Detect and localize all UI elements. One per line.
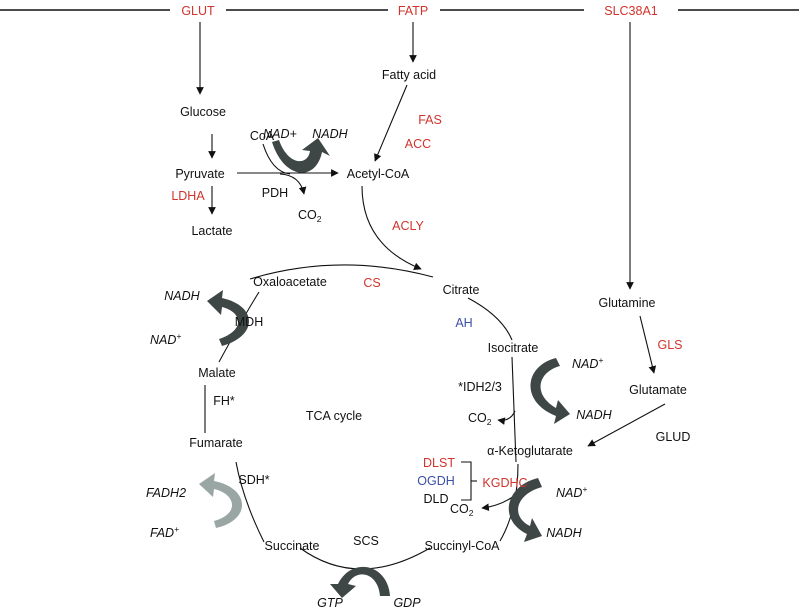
glucose-label: Glucose [180,105,226,119]
pdh-nadh-arrow [272,138,330,173]
fh-label: FH* [213,394,235,408]
glutamine-label: Glutamine [599,296,656,310]
arc-cs [249,264,434,280]
fatty-acid-label: Fatty acid [382,68,436,82]
acly-label: ACLY [392,219,424,233]
sdh-fadh2-arrow [199,473,243,528]
isocitrate-label: Isocitrate [488,341,539,355]
kgdhc-bracket [461,461,472,501]
slc38a1-label: SLC38A1 [604,4,658,18]
arc-scs [299,547,431,570]
slc38a1-label-bg [584,2,678,18]
arrow-acetylcoa-citrate [361,185,422,270]
dld-label: DLD [423,492,448,506]
idh-nadh-arrow [530,358,570,424]
fas-label: FAS [418,113,442,127]
pdh-co2-co: CO [298,208,317,222]
idh-co2-label: CO2 [468,411,492,427]
dlst-label: DLST [423,456,455,470]
mdh-nadh-arrow [207,290,249,346]
mdh-nad-text: NAD [150,333,176,347]
coa-label: CoA [250,129,275,143]
arc-idh [511,356,517,463]
kgdhc-nad-label: NAD+ [556,484,587,500]
ldha-label: LDHA [171,189,205,203]
kgdhc-co2-sub: 2 [469,508,474,518]
scs-label: SCS [353,534,379,548]
scs-gtp-arrow [330,566,390,598]
idh-label: *IDH2/3 [458,380,502,394]
fad-label: FAD+ [150,524,179,540]
idh-co2-sub: 2 [487,417,492,427]
arrow-idh-co2 [497,410,516,425]
gls-label: GLS [657,338,682,352]
arc-ah [467,297,513,341]
idh-nad-sup: + [598,355,603,365]
mdh-label: MDH [235,315,263,329]
idh-nad-text: NAD [572,357,598,371]
fatp-label-bg [388,2,440,18]
kgdhc-label: KGDHC [482,476,527,490]
pdh-label: PDH [262,186,288,200]
idh-co2-co: CO [468,411,487,425]
citrate-label: Citrate [443,283,480,297]
mdh-nad-label: NAD+ [150,331,181,347]
succinyl-coa-label: Succinyl-CoA [424,539,500,553]
gdp-label: GDP [393,596,421,610]
kgdhc-nadh-arrow [508,478,542,542]
gtp-label: GTP [317,596,343,610]
arrow-fattyacid-acetylcoa [374,84,408,162]
acetyl-coa-label: Acetyl-CoA [347,167,410,181]
pdh-nad-plus-label: NAD+ [263,127,297,141]
fumarate-label: Fumarate [189,436,243,450]
kgdhc-co2-label: CO2 [450,502,474,518]
acc-label: ACC [405,137,431,151]
arrow-coa-in [262,143,291,175]
kgdhc-nad-sup: + [582,484,587,494]
pdh-co2-sub: 2 [317,214,322,224]
fatp-label: FATP [398,4,428,18]
tca-cycle-label: TCA cycle [306,409,362,423]
idh-nad-label: NAD+ [572,355,603,371]
kgdhc-nadh-label: NADH [546,526,582,540]
pyruvate-label: Pyruvate [175,167,224,181]
glud-label: GLUD [656,430,691,444]
fadh2-label: FADH2 [146,486,186,500]
lactate-label: Lactate [191,224,232,238]
sdh-label: SDH* [238,473,269,487]
pdh-nadh-label: NADH [312,127,348,141]
fad-text: FAD [150,526,174,540]
succinate-label: Succinate [265,539,320,553]
arrow-glutamine-glutamate [639,315,657,374]
idh-nadh-label: NADH [576,408,612,422]
pdh-co2-label: CO2 [298,208,322,224]
kgdhc-co2-co: CO [450,502,469,516]
arrow-glutamate-akg [587,403,666,447]
malate-label: Malate [198,366,236,380]
akg-label: α-Ketoglutarate [487,444,573,458]
arc-sdh [235,461,265,543]
ogdh-label: OGDH [417,474,455,488]
oxaloacetate-label: Oxaloacetate [253,275,327,289]
arrow-co2-out [279,173,307,195]
kgdhc-nad-text: NAD [556,486,582,500]
mdh-nadh-label: NADH [164,289,200,303]
glutamate-label: Glutamate [629,383,687,397]
fad-sup: + [174,524,179,534]
glut-label-bg [170,2,226,18]
glut-label: GLUT [181,4,215,18]
ah-label: AH [455,316,472,330]
mdh-nad-sup: + [176,331,181,341]
cs-label: CS [363,276,380,290]
